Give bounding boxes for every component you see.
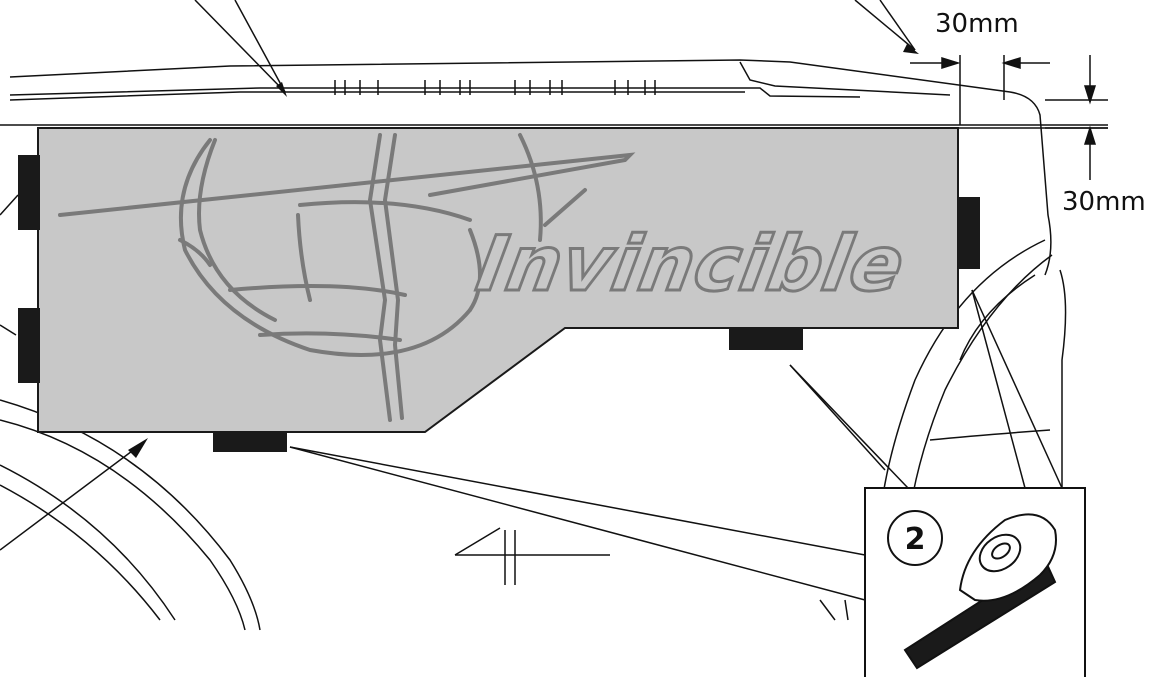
- tape-pad-bottom-mid: [729, 328, 803, 350]
- dimension-side-label: 30mm: [1062, 187, 1146, 217]
- tape-roll-icon: [903, 513, 1057, 670]
- tape-pad-bottom-left: [213, 432, 287, 452]
- tape-pads: [18, 155, 980, 452]
- decal-panel: [37, 127, 959, 433]
- globe-logo: [58, 133, 636, 422]
- step-number-badge: [887, 510, 943, 566]
- dimension-top-marker: [910, 56, 1050, 70]
- step-inset: 2: [864, 487, 1086, 677]
- tape-pad-right: [958, 197, 980, 269]
- dimension-top-label: 30mm: [935, 9, 1019, 39]
- leader-lines: [0, 0, 1063, 601]
- step-number: 2: [905, 522, 926, 557]
- vehicle-outline: [0, 55, 1108, 631]
- tape-pad-left-upper: [18, 155, 40, 230]
- arrowheads: [128, 44, 919, 458]
- tape-pad-left-lower: [18, 308, 40, 383]
- dimension-side-marker: [1045, 55, 1108, 180]
- logo-wordmark: Invincible: [471, 221, 912, 309]
